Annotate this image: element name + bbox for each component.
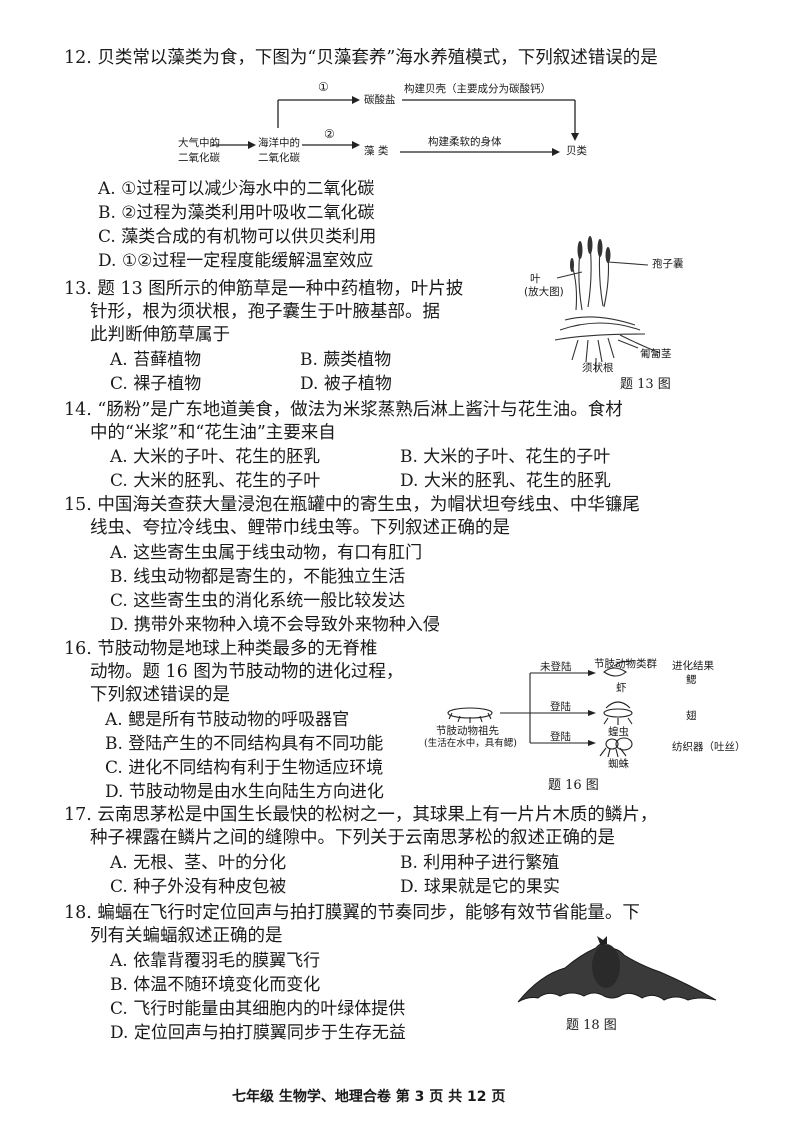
q17-option-b: B. 利用种子进行繁殖 <box>400 853 560 873</box>
q17-stem-2: 种子裸露在鳞片之间的缝隙中。下列关于云南思茅松的叙述正确的是 <box>90 828 615 848</box>
q17-option-c: C. 种子外没有种皮包被 <box>110 877 287 897</box>
q12-body-label: 构建柔软的身体 <box>428 136 502 148</box>
q16-stem-3: 下列叙述错误的是 <box>90 685 230 705</box>
q18-option-b: B. 体温不随环境变化而变化 <box>110 975 321 995</box>
q12-stem: 12. 贝类常以藻类为食，下图为“贝藻套养”海水养殖模式，下列叙述错误的是 <box>64 48 658 68</box>
q13-option-c: C. 裸子植物 <box>110 374 202 394</box>
q13-option-b: B. 蕨类植物 <box>300 350 392 370</box>
q13-caption: 题 13 图 <box>620 377 671 392</box>
q13-leaf-sub: (放大图) <box>524 286 564 298</box>
q12-carbonate: 碳酸盐 <box>364 94 396 106</box>
q14-option-c: C. 大米的胚乳、花生的子叶 <box>110 471 321 491</box>
q16-ancestor-note: (生活在水中，具有鳃) <box>424 738 517 749</box>
q12-option-b: B. ②过程为藻类利用叶吸收二氧化碳 <box>98 203 375 223</box>
q18-stem-2: 列有关蝙蝠叙述正确的是 <box>90 926 283 946</box>
q12-option-a: A. ①过程可以减少海水中的二氧化碳 <box>98 179 375 199</box>
q13-leaf-label: 叶 <box>530 273 541 285</box>
bat-illustration <box>517 936 717 1003</box>
q15-option-a: A. 这些寄生虫属于线虫动物，有口有肛门 <box>110 543 423 563</box>
q12-diagram-arrows <box>212 96 579 156</box>
q12-option-d: D. ①②过程一定程度能缓解温室效应 <box>98 251 374 271</box>
q12-process-2: ② <box>324 127 335 141</box>
q16-stem-1: 16. 节肢动物是地球上种类最多的无脊椎 <box>64 639 378 659</box>
q16-result-3: 纺织器（吐丝） <box>672 741 746 753</box>
q12-shellfish: 贝类 <box>566 145 587 157</box>
q16-branch-1: 未登陆 <box>540 661 572 673</box>
q15-option-c: C. 这些寄生虫的消化系统一般比较发达 <box>110 591 406 611</box>
q16-result-1: 鳃 <box>686 674 697 686</box>
q15-option-d: D. 携带外来物种入境不会导致外来物种入侵 <box>110 615 440 635</box>
q16-group-header: 节肢动物类群 <box>594 658 657 670</box>
q12-atm-1: 大气中的 <box>178 137 220 149</box>
q18-option-c: C. 飞行时能量由其细胞内的叶绿体提供 <box>110 999 406 1019</box>
q12-sea-2: 二氧化碳 <box>258 152 300 164</box>
q14-option-d: D. 大米的胚乳、花生的胚乳 <box>400 471 611 491</box>
q14-stem-2: 中的“米浆”和“花生油”主要来自 <box>90 423 336 443</box>
q15-stem-1: 15. 中国海关查获大量浸泡在瓶罐中的寄生虫，为帽状坦夸线虫、中华镰尾 <box>64 495 640 515</box>
q13-root-label: 须状根 <box>582 362 614 374</box>
q14-stem-1: 14. “肠粉”是广东地道美食，做法为米浆蒸熟后淋上酱汁与花生油。食材 <box>64 400 623 420</box>
q13-stem-1: 13. 题 13 图所示的伸筋草是一种中药植物，叶片披 <box>64 279 464 299</box>
q13-stolon-label: 匍匐茎 <box>640 348 672 360</box>
q17-option-a: A. 无根、茎、叶的分化 <box>110 853 287 873</box>
q13-option-d: D. 被子植物 <box>300 374 392 394</box>
q13-sporangium-label: 孢子囊 <box>652 258 684 270</box>
q12-option-c: C. 藻类合成的有机物可以供贝类利用 <box>98 227 377 247</box>
q14-option-a: A. 大米的子叶、花生的胚乳 <box>110 447 321 467</box>
q16-result-2: 翅 <box>686 710 697 722</box>
q16-caption: 题 16 图 <box>548 778 599 793</box>
q16-option-d: D. 节肢动物是由水生向陆生方向进化 <box>105 782 384 802</box>
q16-branch-2: 登陆 <box>550 701 571 713</box>
q16-branch-3: 登陆 <box>550 731 571 743</box>
q12-atm-2: 二氧化碳 <box>178 152 220 164</box>
q16-option-c: C. 进化不同结构有利于生物适应环境 <box>105 758 384 778</box>
q18-caption: 题 18 图 <box>566 1018 617 1033</box>
q17-option-d: D. 球果就是它的果实 <box>400 877 560 897</box>
q18-stem-1: 18. 蝙蝠在飞行时定位回声与拍打膜翼的节奏同步，能够有效节省能量。下 <box>64 903 640 923</box>
q13-option-a: A. 苔藓植物 <box>110 350 202 370</box>
q13-plant-drawing <box>554 236 661 370</box>
q16-spider: 蜘蛛 <box>608 758 629 770</box>
q15-stem-2: 线虫、夸拉冷线虫、鲤带巾线虫等。下列叙述正确的是 <box>90 518 510 538</box>
q16-stem-2: 动物。题 16 图为节肢动物的进化过程， <box>90 662 404 682</box>
q13-stem-2: 针形，根为须状根，孢子囊生于叶腋基部。据 <box>90 302 440 322</box>
q16-result-header: 进化结果 <box>672 660 714 672</box>
q16-ancestor: 节肢动物祖先 <box>436 725 499 737</box>
q16-option-b: B. 登陆产生的不同结构具有不同功能 <box>105 734 384 754</box>
q12-shell-label: 构建贝壳（主要成分为碳酸钙） <box>404 83 551 95</box>
q16-shrimp: 虾 <box>616 682 627 694</box>
page-footer: 七年级 生物学、地理合卷 第 3 页 共 12 页 <box>232 1089 506 1105</box>
q12-process-1: ① <box>318 80 329 94</box>
q15-option-b: B. 线虫动物都是寄生的，不能独立生活 <box>110 567 406 587</box>
q12-algae: 藻 类 <box>364 145 389 157</box>
q16-locust: 蝗虫 <box>608 726 629 738</box>
q17-stem-1: 17. 云南思茅松是中国生长最快的松树之一，其球果上有一片片木质的鳞片， <box>64 805 658 825</box>
q12-sea-1: 海洋中的 <box>258 137 300 149</box>
q16-evolution-drawing <box>447 660 633 758</box>
q18-option-a: A. 依靠背覆羽毛的膜翼飞行 <box>110 951 321 971</box>
q18-option-d: D. 定位回声与拍打膜翼同步于生存无益 <box>110 1023 406 1043</box>
q14-option-b: B. 大米的子叶、花生的子叶 <box>400 447 611 467</box>
q16-option-a: A. 鳃是所有节肢动物的呼吸器官 <box>105 710 350 730</box>
q13-stem-3: 此判断伸筋草属于 <box>90 325 230 345</box>
